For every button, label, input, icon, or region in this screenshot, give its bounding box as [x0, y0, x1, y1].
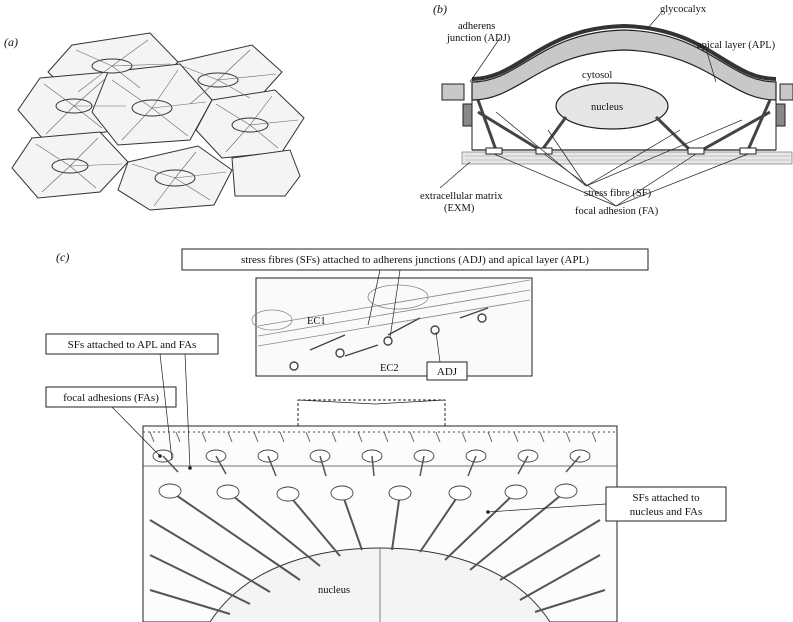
ec2-label: EC2: [380, 363, 399, 374]
left-callout-leaders: [111, 353, 191, 469]
adj-box-label: ADJ: [437, 366, 458, 378]
sf-apl-fa-label: SFs attached to APL and FAs: [68, 339, 197, 351]
radial-stress-fibres: [149, 490, 606, 615]
top-callout-label: stress fibres (SFs) attached to adherens…: [241, 254, 589, 266]
cell-hexagon: [231, 149, 301, 197]
panel-b-leaders: [439, 13, 749, 207]
edge-fibre-ticks: [149, 431, 597, 443]
adj-label-line1: adherens: [458, 21, 495, 32]
inset-leaders: [297, 269, 446, 405]
sf-apl-fa-box: [45, 333, 219, 355]
adherens-junction-right: [775, 103, 786, 127]
neighbour-cell-left: [441, 83, 465, 101]
cell-detail-view: [142, 425, 618, 622]
sf-nucleus-box: [605, 486, 727, 522]
exm-label-line1: extracellular matrix: [420, 191, 503, 202]
focal-adhesions-label: focal adhesions (FAs): [63, 392, 159, 404]
adj-label-line2: junction (ADJ): [446, 33, 511, 44]
sf-nucleus-leader: [487, 503, 607, 513]
adj-box: [426, 361, 468, 381]
ecm-texture: [465, 155, 790, 161]
inset-fibres: [289, 307, 489, 371]
cytosol-label: cytosol: [582, 70, 612, 81]
extracellular-matrix-layer: [461, 151, 793, 165]
exm-label-line2: (EXM): [444, 203, 475, 214]
cell-cross-section: [441, 23, 793, 165]
neighbour-cell-right: [779, 83, 793, 101]
panel-c-label: (c): [56, 250, 69, 264]
apical-fibres: [162, 455, 581, 477]
apical-layer-label: apical layer (APL): [697, 40, 776, 51]
stress-fibre-label: stress fibre (SF): [584, 188, 652, 199]
adherens-junction-left: [462, 103, 473, 127]
focal-adhesion-label: focal adhesion (FA): [575, 206, 659, 217]
top-callout-box: [181, 248, 649, 271]
nucleus-shape: [555, 82, 669, 130]
glycocalyx-layer: [471, 23, 777, 81]
panel-a-label: (a): [4, 35, 18, 49]
cell-monolayer-illustration: [11, 32, 305, 211]
nucleus-c-label: nucleus: [318, 585, 350, 596]
sf-nucleus-label-line1: SFs attached to: [632, 492, 700, 504]
nucleus-b-label: nucleus: [591, 102, 623, 113]
sf-nucleus-label-line2: nucleus and FAs: [630, 506, 703, 518]
inset-zoom-view: [251, 277, 533, 377]
panel-b-label: (b): [433, 2, 447, 16]
glycocalyx-label: glycocalyx: [660, 4, 707, 15]
ec1-label: EC1: [307, 316, 326, 327]
cell-fibre-hatching: [35, 39, 299, 207]
focal-adhesions-box: [45, 386, 177, 408]
